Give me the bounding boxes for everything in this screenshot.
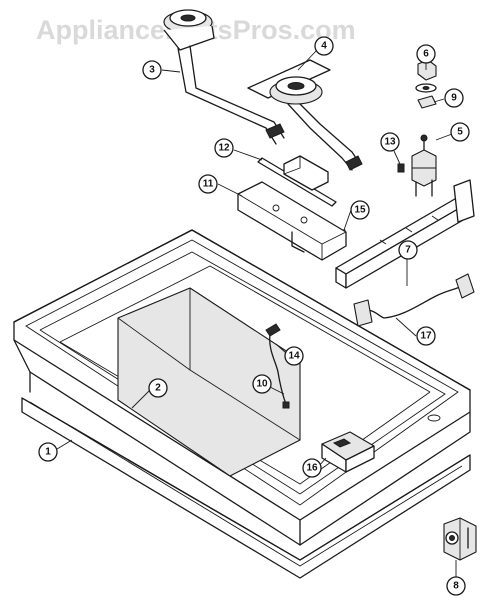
callout-8: 8	[446, 576, 466, 596]
callout-1-label: 1	[45, 447, 51, 458]
screws	[339, 163, 405, 238]
callout-13-label: 13	[384, 137, 396, 148]
manifold-pipe	[335, 179, 475, 289]
leader-lines	[56, 49, 457, 578]
callout-11-label: 11	[203, 179, 214, 190]
callout-1: 1	[38, 442, 58, 462]
callout-12: 12	[214, 138, 234, 158]
callout-4: 4	[314, 36, 334, 56]
callout-15: 15	[350, 200, 370, 220]
callout-6: 6	[416, 44, 436, 64]
gas-hose	[353, 273, 475, 327]
callout-14-label: 14	[288, 351, 300, 362]
callout-16-label: 16	[306, 463, 318, 474]
callout-9-label: 9	[451, 93, 457, 104]
spark-module	[321, 431, 375, 473]
burner-bracket	[237, 181, 347, 261]
callout-6-label: 6	[423, 49, 429, 60]
callout-13: 13	[380, 132, 400, 152]
igniter-wire	[265, 323, 290, 409]
callout-11: 11	[198, 174, 218, 194]
callout-3: 3	[142, 60, 162, 80]
callout-17-label: 17	[420, 331, 432, 342]
callout-8-label: 8	[453, 581, 459, 592]
callout-7-label: 7	[405, 245, 411, 256]
callout-5: 5	[450, 122, 470, 142]
callout-5-label: 5	[457, 127, 463, 138]
callout-4-label: 4	[321, 41, 327, 52]
rear-burner	[247, 59, 363, 171]
base-pan	[21, 397, 471, 579]
callout-17: 17	[416, 326, 436, 346]
callout-12-label: 12	[218, 143, 230, 154]
callout-16: 16	[302, 458, 322, 478]
callout-14: 14	[284, 346, 304, 366]
callout-10: 10	[252, 374, 272, 394]
callout-10-label: 10	[256, 379, 268, 390]
pressure-regulator	[443, 517, 477, 561]
callout-15-label: 15	[354, 205, 366, 216]
burner-valve	[411, 134, 437, 197]
callout-9: 9	[444, 88, 464, 108]
callout-3-label: 3	[149, 65, 155, 76]
front-burner	[163, 9, 285, 145]
callout-7: 7	[398, 240, 418, 260]
callout-2-label: 2	[155, 383, 161, 394]
callout-2: 2	[148, 378, 168, 398]
